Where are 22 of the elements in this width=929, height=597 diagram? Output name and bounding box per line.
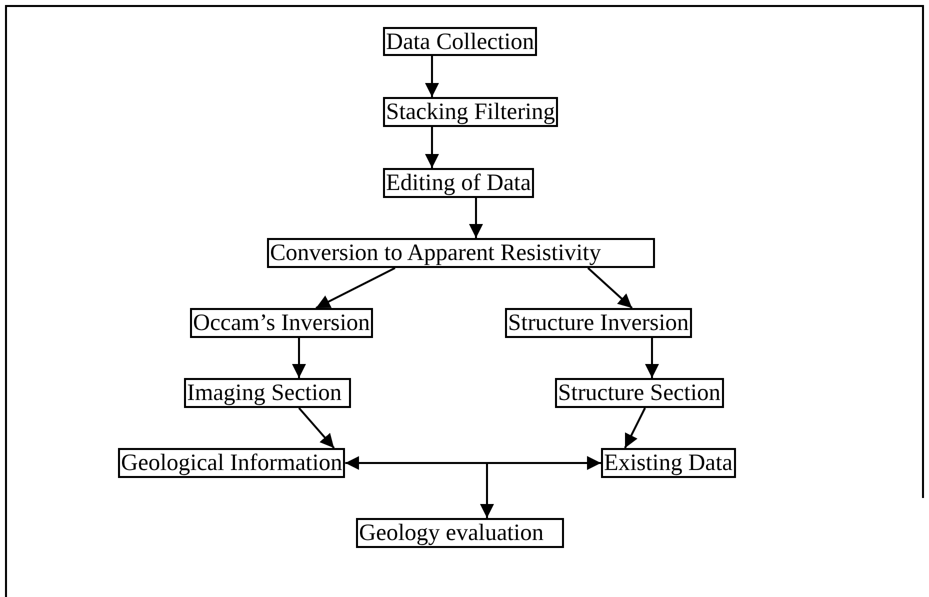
arrow — [345, 456, 601, 470]
arrow — [480, 463, 494, 518]
process-box: Stacking Filtering — [383, 97, 558, 127]
arrow — [587, 267, 633, 309]
arrow — [298, 407, 335, 449]
arrow — [425, 56, 439, 97]
process-box: Imaging Section — [184, 378, 351, 408]
process-box: Structure Inversion — [505, 308, 692, 338]
arrow — [292, 338, 306, 378]
arrow — [624, 408, 646, 448]
arrow — [469, 198, 483, 238]
arrow — [425, 127, 439, 168]
process-box: Geological Information — [118, 448, 346, 478]
process-box: Geology evaluation — [356, 518, 564, 548]
process-box: Editing of Data — [383, 168, 534, 198]
process-box: Existing Data — [601, 448, 736, 478]
arrow — [645, 338, 659, 378]
process-box: Structure Section — [555, 378, 724, 408]
arrow — [316, 267, 396, 309]
process-box: Data Collection — [383, 27, 538, 56]
process-box: Occam’s Inversion — [190, 308, 373, 338]
process-box: Conversion to Apparent Resistivity — [267, 238, 655, 268]
